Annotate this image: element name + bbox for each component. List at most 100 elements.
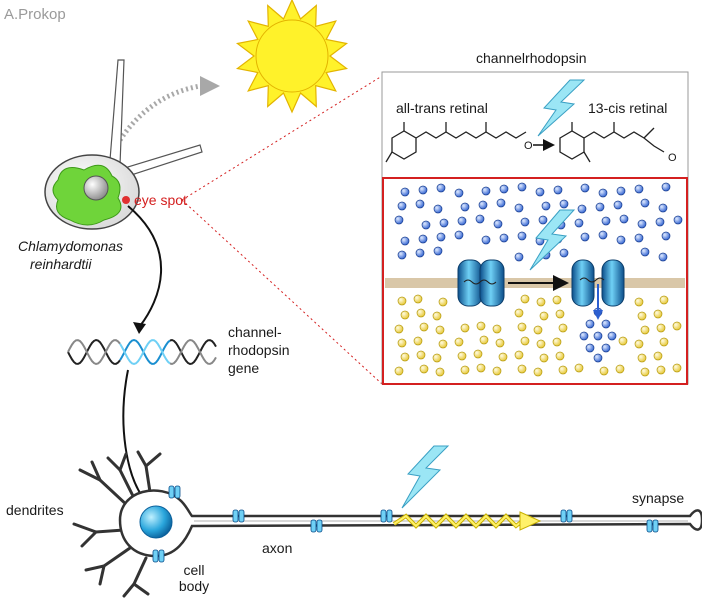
yellow-ion <box>416 350 426 360</box>
channelrhodopsin-channel <box>560 509 573 523</box>
blue-ion <box>475 214 485 224</box>
yellow-ion <box>394 324 404 334</box>
light-pulse-icon <box>401 445 450 509</box>
channelrhodopsin-channel <box>380 509 393 523</box>
yellow-ion <box>432 353 442 363</box>
organism-name-line2: reinhardtii <box>30 256 92 272</box>
yellow-ion <box>517 364 527 374</box>
open-channel <box>571 259 625 320</box>
yellow-ion <box>413 294 423 304</box>
yellow-ion <box>400 310 410 320</box>
yellow-ion <box>394 366 404 376</box>
yellow-ion <box>479 335 489 345</box>
sun-icon <box>235 0 349 114</box>
blue-ion <box>661 231 671 241</box>
yellow-ion <box>460 323 470 333</box>
yellow-ion <box>454 337 464 347</box>
yellow-ion <box>555 351 565 361</box>
channelrhodopsin-channel <box>152 549 165 563</box>
blue-ion <box>418 234 428 244</box>
blue-ion <box>634 184 644 194</box>
13-cis-retinal-structure <box>559 122 665 163</box>
yellow-ion <box>514 308 524 318</box>
blue-ion <box>574 218 584 228</box>
yellow-ion <box>640 367 650 377</box>
neuron <box>72 450 702 598</box>
dna-strand <box>119 339 171 366</box>
dendrites-branches <box>72 450 162 598</box>
gene-label-line2: rhodopsin <box>228 342 290 358</box>
yellow-ion <box>435 367 445 377</box>
13-cis-oxygen-atom: O <box>668 152 677 164</box>
yellow-ion <box>397 296 407 306</box>
blue-ion <box>658 203 668 213</box>
blue-ion <box>421 220 431 230</box>
dna-strand <box>169 338 217 366</box>
blue-ion <box>619 214 629 224</box>
yellow-ion <box>533 367 543 377</box>
yellow-ion <box>659 295 669 305</box>
channelrhodopsin-channel <box>646 519 659 533</box>
dna-helix <box>67 338 217 366</box>
blue-ion <box>397 250 407 260</box>
blue-ion <box>634 233 644 243</box>
yellow-ion <box>498 352 508 362</box>
blue-ion <box>436 232 446 242</box>
blue-ion <box>661 182 671 192</box>
yellow-ion <box>656 323 666 333</box>
blue-ion <box>601 216 611 226</box>
blue-ion <box>538 215 548 225</box>
blue-ion <box>520 217 530 227</box>
yellow-ion <box>438 297 448 307</box>
dendrites-label: dendrites <box>6 502 64 518</box>
blue-ion <box>535 187 545 197</box>
blue-ion <box>601 343 611 353</box>
blue-ion <box>394 215 404 225</box>
blue-ion <box>579 331 589 341</box>
blue-ion <box>553 185 563 195</box>
blue-ion <box>415 248 425 258</box>
blue-ion <box>616 235 626 245</box>
13-cis-retinal-label: 13-cis retinal <box>588 100 668 116</box>
channelrhodopsin-panel <box>381 71 689 385</box>
yellow-ion <box>539 311 549 321</box>
blue-ion <box>541 201 551 211</box>
blue-ion <box>478 200 488 210</box>
yellow-ion <box>653 309 663 319</box>
channelrhodopsin-title: channelrhodopsin <box>476 50 587 66</box>
gene-transfer-arrow <box>127 205 163 334</box>
channelrhodopsin-channel <box>232 509 245 523</box>
yellow-ion <box>656 365 666 375</box>
yellow-ion <box>599 366 609 376</box>
blue-ion <box>439 218 449 228</box>
blue-ion <box>496 198 506 208</box>
blue-ion <box>454 188 464 198</box>
blue-ion <box>640 198 650 208</box>
yellow-ion <box>634 339 644 349</box>
dna-strand <box>67 339 121 366</box>
blue-ion <box>514 203 524 213</box>
yellow-ion <box>552 295 562 305</box>
channelrhodopsin-channel <box>310 519 323 533</box>
organism-name-line1: Chlamydomonas <box>18 238 124 254</box>
yellow-ion <box>400 352 410 362</box>
yellow-ion <box>435 325 445 335</box>
yellow-ion <box>653 351 663 361</box>
blue-ion <box>658 252 668 262</box>
yellow-ion <box>413 336 423 346</box>
light-pulse-icon <box>529 209 576 271</box>
intracellular-ions <box>394 294 682 377</box>
eye-spot-label: eye spot <box>134 192 187 208</box>
yellow-ion <box>514 350 524 360</box>
yellow-ion <box>460 365 470 375</box>
blue-ion <box>673 215 683 225</box>
blue-ion <box>418 185 428 195</box>
blue-ion <box>415 199 425 209</box>
blue-ion <box>585 319 595 329</box>
yellow-ion <box>536 339 546 349</box>
yellow-ion <box>517 322 527 332</box>
yellow-ion <box>672 363 682 373</box>
blue-ion <box>559 199 569 209</box>
blue-ion <box>436 183 446 193</box>
yellow-ion <box>536 297 546 307</box>
